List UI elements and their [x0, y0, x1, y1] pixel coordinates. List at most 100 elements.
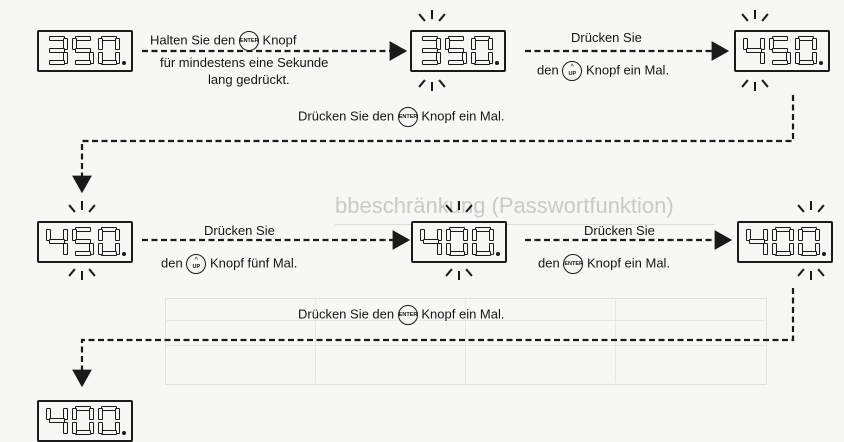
segment-c — [63, 243, 68, 255]
segment-e — [795, 52, 800, 64]
segment-c — [89, 422, 94, 434]
segment-a — [772, 36, 788, 41]
segment-g — [49, 239, 65, 244]
segment-d — [422, 60, 438, 65]
segment-d — [449, 251, 465, 256]
step2-line2: den ^UP Knopf ein Mal. — [537, 61, 669, 81]
segment-f — [446, 229, 451, 241]
segment-g — [422, 48, 438, 53]
display-350-initial — [37, 30, 133, 72]
seven-segment-digit — [46, 406, 68, 436]
segment-d — [101, 60, 117, 65]
segment-b — [815, 229, 820, 241]
segment-c — [63, 422, 68, 434]
segment-d — [75, 60, 91, 65]
step1-line3: lang gedrückt. — [208, 72, 290, 87]
segment-g — [448, 48, 464, 53]
step4-text-b: Knopf fünf Mal. — [209, 255, 298, 271]
segment-f — [798, 229, 803, 241]
blink-ray — [754, 9, 756, 19]
segment-d — [448, 60, 464, 65]
seven-segment-digit — [72, 227, 94, 257]
step1-text-b: Knopf — [262, 32, 297, 48]
seven-segment-digit — [746, 227, 768, 257]
step2-line1: Drücken Sie — [571, 30, 642, 45]
display-450-blinking — [734, 30, 830, 72]
segment-b — [63, 229, 68, 241]
step4-text-a: den — [161, 255, 183, 271]
segment-c — [789, 243, 794, 255]
step1-line2: für mindestens eine Sekunde — [160, 55, 329, 70]
step6-instruction: Drücken Sie den ENTER Knopf ein Mal. — [298, 305, 504, 325]
segment-b — [115, 408, 120, 420]
background-faint-grid — [315, 298, 316, 383]
background-faint-line — [335, 224, 715, 225]
step2-text-a: den — [537, 62, 559, 78]
seven-segment-digit — [772, 227, 794, 257]
step5-text-a: den — [538, 255, 560, 271]
segment-c — [462, 52, 467, 64]
seven-segment-digit — [98, 227, 120, 257]
segment-d — [474, 60, 490, 65]
segment-f — [795, 38, 800, 50]
up-button-icon: ^UP — [562, 61, 583, 81]
segment-b — [812, 38, 817, 50]
blink-ray — [810, 200, 812, 210]
segment-g — [746, 48, 762, 53]
segment-d — [475, 251, 491, 256]
step3-text-b: Knopf ein Mal. — [421, 108, 505, 124]
seven-segment-digit — [769, 36, 791, 66]
segment-c — [786, 52, 791, 64]
seven-segment-digit — [743, 36, 765, 66]
display-400-blinking — [411, 221, 507, 263]
segment-f — [72, 38, 77, 50]
segment-c — [437, 243, 442, 255]
segment-f — [472, 229, 477, 241]
segment-c — [436, 52, 441, 64]
segment-f — [420, 229, 425, 241]
segment-c — [812, 52, 817, 64]
segment-b — [763, 229, 768, 241]
segment-f — [471, 38, 476, 50]
display-450-blinking-2 — [37, 221, 133, 263]
segment-f — [769, 38, 774, 50]
segment-f — [46, 229, 51, 241]
step5-line1: Drücken Sie — [584, 223, 655, 238]
blink-ray — [431, 81, 433, 91]
decimal-point — [496, 252, 500, 256]
seven-segment-digit — [798, 227, 820, 257]
segment-c — [463, 243, 468, 255]
seven-segment-digit — [795, 36, 817, 66]
segment-b — [63, 38, 68, 50]
segment-f — [46, 408, 51, 420]
segment-b — [89, 408, 94, 420]
background-faint-table — [165, 298, 767, 385]
segment-g — [749, 239, 765, 244]
enter-button-icon: ENTER — [563, 254, 584, 274]
segment-c — [89, 243, 94, 255]
segment-c — [815, 243, 820, 255]
segment-b — [436, 38, 441, 50]
segment-f — [98, 229, 103, 241]
segment-e — [772, 243, 777, 255]
segment-d — [75, 251, 91, 256]
seven-segment-digit — [472, 227, 494, 257]
segment-f — [772, 229, 777, 241]
segment-g — [49, 418, 65, 423]
segment-g — [49, 48, 65, 53]
step6-text-a: Drücken Sie den — [298, 306, 395, 322]
segment-b — [789, 229, 794, 241]
seven-segment-digit — [98, 36, 120, 66]
segment-f — [72, 408, 77, 420]
segment-e — [98, 422, 103, 434]
segment-a — [448, 36, 464, 41]
segment-f — [72, 229, 77, 241]
step3-instruction: Drücken Sie den ENTER Knopf ein Mal. — [298, 107, 504, 127]
step5-line2: den ENTER Knopf ein Mal. — [538, 254, 670, 274]
segment-f — [445, 38, 450, 50]
segment-b — [463, 229, 468, 241]
segment-c — [89, 52, 94, 64]
segment-a — [75, 227, 91, 232]
up-caret-icon: ^ — [194, 257, 198, 264]
segment-b — [760, 38, 765, 50]
